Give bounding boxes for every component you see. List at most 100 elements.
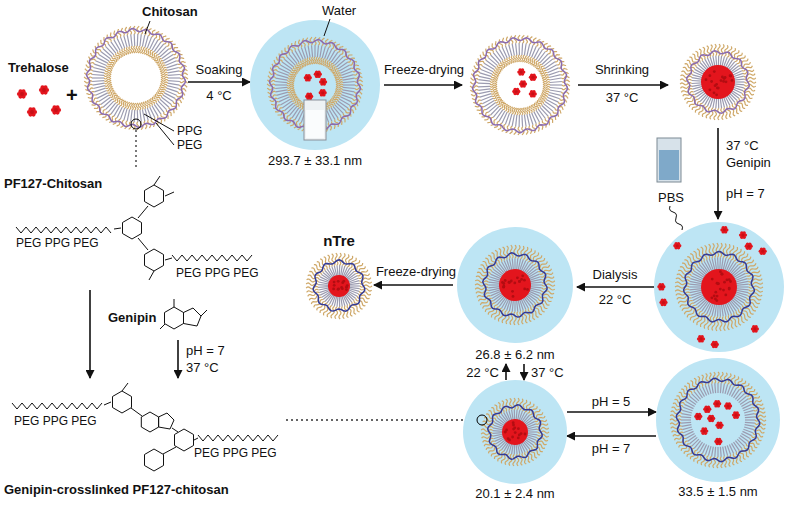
core-texture <box>724 76 727 79</box>
water-sphere <box>654 222 784 352</box>
peg-block <box>136 103 138 110</box>
ppg-block <box>478 89 490 91</box>
ppg-block <box>721 304 723 317</box>
peg-block <box>705 245 710 259</box>
ppg-block <box>94 88 105 92</box>
peg-block <box>359 278 371 282</box>
node-label: Chitosan <box>142 4 198 19</box>
ring-bond <box>175 429 194 451</box>
peg-block <box>104 75 111 77</box>
zoom-marker <box>131 119 141 129</box>
peg-block <box>543 84 550 86</box>
peg-block <box>730 106 736 116</box>
peg-block <box>471 93 479 96</box>
ppg-block <box>540 107 548 116</box>
peg-block <box>336 86 343 88</box>
peg-block <box>331 306 334 318</box>
trehalose-center <box>531 76 534 79</box>
ppg-block <box>111 104 118 114</box>
ppg-block <box>530 279 542 282</box>
core-texture <box>716 295 719 298</box>
peg-block <box>562 88 570 90</box>
bond <box>149 271 154 280</box>
ppg-block <box>488 284 500 285</box>
core-texture <box>333 281 336 284</box>
trehalose-molecule <box>673 242 681 250</box>
chitosan-shell <box>488 405 542 460</box>
ppg-block <box>338 62 348 69</box>
ppg-block <box>337 296 338 307</box>
ppg-block <box>101 52 111 59</box>
ppg-block <box>530 284 542 285</box>
core-texture <box>523 288 526 291</box>
ppg-block <box>338 101 348 108</box>
bond <box>138 238 148 250</box>
peg-block <box>533 38 536 45</box>
ring-bond <box>159 413 175 429</box>
ppg-block <box>708 446 711 456</box>
ppg-block <box>734 81 745 82</box>
trehalose-center <box>20 92 24 96</box>
ppg-block <box>289 106 297 115</box>
peg-block <box>496 67 501 72</box>
trehalose-molecule <box>529 74 537 82</box>
peg-block <box>503 104 508 109</box>
peg-block <box>334 93 340 97</box>
ppg-block <box>158 46 166 55</box>
ppg-block <box>681 416 691 418</box>
trehalose-molecule <box>759 247 767 255</box>
ppg-block <box>512 44 514 56</box>
process-arrow <box>567 411 656 413</box>
ppg-block <box>92 74 104 76</box>
cuvette-photo <box>657 138 681 182</box>
ppg-block <box>92 80 104 82</box>
ppg-block <box>343 78 355 80</box>
peg-block <box>125 121 128 129</box>
ppg-block <box>712 384 714 394</box>
ppg-block <box>723 384 725 394</box>
ppg-block <box>108 44 116 53</box>
ppg-block <box>491 55 499 64</box>
peg-block <box>290 73 296 77</box>
ppg-block <box>717 304 719 317</box>
ppg-block <box>489 288 501 291</box>
trehalose-center <box>703 430 706 433</box>
ppg-block <box>733 89 742 94</box>
core-texture <box>523 279 526 282</box>
ppg-block <box>137 34 139 46</box>
process-arrow <box>505 364 507 380</box>
peg-block <box>680 79 692 81</box>
ppg-block <box>550 90 562 92</box>
peg-block <box>723 316 726 330</box>
trehalose-molecule <box>17 89 27 98</box>
ppg-block <box>517 258 518 270</box>
ppg-block <box>131 110 132 122</box>
ppg-block <box>343 82 355 83</box>
peg-block <box>516 108 518 115</box>
ring-bond <box>184 308 202 326</box>
ppg-block <box>527 114 530 126</box>
nanoparticle-in-pbs: PBS <box>654 188 784 352</box>
peg-block <box>109 61 114 66</box>
peg-block <box>144 48 147 54</box>
process-arrow <box>567 435 656 437</box>
ppg-block <box>549 93 561 96</box>
node-label: Water <box>322 3 356 18</box>
peg-block <box>308 275 320 279</box>
node-shape <box>84 26 188 130</box>
core-texture <box>511 436 514 439</box>
ppg-block <box>719 304 721 317</box>
ppg-block <box>103 49 112 57</box>
ppg-block <box>154 42 161 52</box>
bond <box>163 447 176 454</box>
peg-block <box>267 80 275 82</box>
ppg-block <box>512 410 514 420</box>
trehalose-center <box>306 76 309 79</box>
core-texture <box>711 278 714 281</box>
peg-block <box>676 278 690 281</box>
peg-block <box>521 55 523 62</box>
peg-block <box>481 429 493 432</box>
peg-block <box>120 100 124 106</box>
ppg-block <box>131 34 132 46</box>
ppg-block <box>538 109 545 119</box>
